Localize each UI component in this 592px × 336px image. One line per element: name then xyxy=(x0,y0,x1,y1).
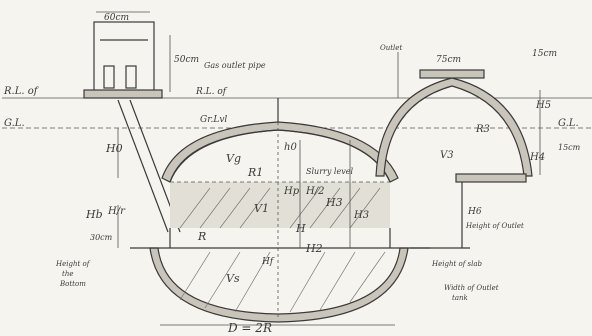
inlet-block-2 xyxy=(125,65,137,89)
outlet-floor-slab xyxy=(455,173,527,183)
outlet-15cm-label: 15cm xyxy=(532,49,557,59)
r-top-label: R1 xyxy=(247,166,263,179)
h-label: H xyxy=(295,222,306,235)
outlet-75cm-label: 75cm xyxy=(436,55,461,65)
inlet-block-1 xyxy=(103,65,115,89)
gl-left-label: G.L. xyxy=(4,118,25,129)
hb-left-label: Hb xyxy=(85,208,103,221)
digester-bottom-wall xyxy=(149,247,409,323)
h-half-label: H/2 xyxy=(305,186,324,197)
hb-frac-label: H/r xyxy=(107,206,126,217)
bottom-left-label-1: Height of xyxy=(55,260,91,268)
gas-outlet-label: Gas outlet pipe xyxy=(204,61,266,70)
dim-30cm-label: 30cm xyxy=(90,233,113,242)
h3-label: H3 xyxy=(325,196,343,209)
h0-small-label: h0 xyxy=(284,142,297,153)
bottom-hatch xyxy=(179,251,386,313)
h0-label: H0 xyxy=(105,142,123,155)
outlet-small-label: Outlet xyxy=(380,44,402,52)
width-outlet-label-2: tank xyxy=(452,294,468,302)
gl-right-label: G.L. xyxy=(558,118,579,129)
bottom-left-label-3: Bottom xyxy=(59,280,86,288)
height-slab-label: Height of slab xyxy=(431,260,483,268)
width-outlet-label-1: Width of Outlet xyxy=(444,284,499,292)
inlet-chamber xyxy=(93,21,155,93)
v-top-label: Vg xyxy=(226,152,241,165)
hf-label: Hf xyxy=(261,257,275,267)
v-right-label: V3 xyxy=(440,150,454,161)
r3-label: R3 xyxy=(475,124,490,135)
inlet-width-label: 60cm xyxy=(104,13,129,23)
slurry-hatch xyxy=(179,187,381,229)
inlet-pipe-left xyxy=(117,99,169,233)
v-mid-label: V1 xyxy=(254,202,269,215)
slurry-label: Slurry level xyxy=(306,167,353,176)
diameter-label: D = 2R xyxy=(227,321,272,335)
inlet-height-label: 50cm xyxy=(174,55,199,65)
outlet-cover-slab xyxy=(419,69,485,79)
h6-label: H6 xyxy=(467,207,482,217)
r-label: R xyxy=(197,230,206,243)
dim-15cm-label: 15cm xyxy=(558,143,581,152)
slurry-fill xyxy=(170,182,390,228)
rl-left-label: R.L. of xyxy=(3,86,40,97)
rl-mid2-label: Gr.Lvl xyxy=(200,115,227,125)
h2-label: H2 xyxy=(305,242,323,255)
h3b-label: H3 xyxy=(353,210,369,221)
v-bottom-label: Vs xyxy=(226,272,240,285)
rl-mid-label: R.L. of xyxy=(195,87,228,97)
outlet-dome-wall xyxy=(375,77,533,177)
h4-label: H4 xyxy=(529,152,545,163)
inlet-base-slab xyxy=(83,89,163,99)
bottom-left-label-2: the xyxy=(62,270,73,278)
height-outlet-label: Height of Outlet xyxy=(465,222,524,230)
hp-label: Hp xyxy=(283,186,300,197)
h5-label: H5 xyxy=(535,100,551,111)
